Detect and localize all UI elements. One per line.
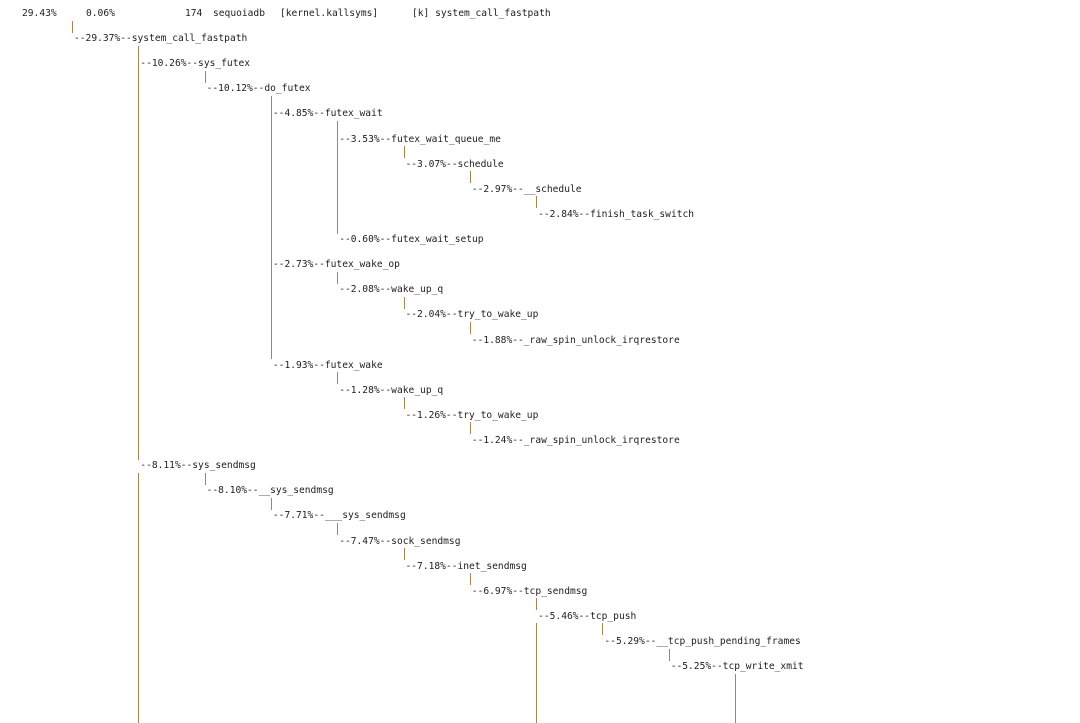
tree-connector-line: [403, 397, 405, 410]
tree-connector-line: [536, 598, 538, 611]
tree-connector-line: [138, 472, 140, 723]
tree-connector-line: [337, 121, 339, 234]
call-graph-node[interactable]: --10.26%--sys_futex: [140, 58, 251, 70]
call-graph-node[interactable]: --10.12%--do_futex: [206, 83, 311, 95]
tree-connector-line: [469, 573, 471, 586]
tree-connector-line: [668, 648, 670, 661]
tree-connector-line: [403, 548, 405, 561]
tree-connector-line: [469, 422, 471, 435]
call-graph-node[interactable]: --3.53%--futex_wait_queue_me: [339, 133, 501, 145]
call-graph-node[interactable]: --1.93%--futex_wake: [272, 359, 383, 371]
call-graph-node[interactable]: --3.07%--schedule: [405, 158, 504, 170]
self-percent: 0.06%: [86, 8, 115, 19]
call-graph-node[interactable]: --8.10%--__sys_sendmsg: [206, 485, 334, 497]
call-graph-node[interactable]: --2.08%--wake_up_q: [339, 284, 444, 296]
call-graph-node[interactable]: --7.47%--sock_sendmsg: [339, 535, 461, 547]
call-graph-node[interactable]: --0.60%--futex_wait_setup: [339, 234, 484, 246]
call-graph-node[interactable]: --2.97%--__schedule: [471, 183, 582, 195]
call-graph-node[interactable]: --6.97%--tcp_sendmsg: [471, 585, 588, 597]
call-graph-node[interactable]: --2.04%--try_to_wake_up: [405, 309, 539, 321]
tree-connector-line: [337, 372, 339, 385]
tree-connector-line: [735, 673, 736, 723]
call-graph-node[interactable]: --1.88%--_raw_spin_unlock_irqrestore: [471, 334, 680, 346]
call-graph-node[interactable]: --29.37%--system_call_fastpath: [74, 33, 248, 45]
command-name: sequoiadb: [213, 8, 265, 19]
tree-connector-line: [270, 95, 272, 360]
tree-connector-line: [337, 522, 339, 535]
symbol-name: [k] system_call_fastpath: [412, 8, 551, 19]
call-graph-node[interactable]: --7.71%--___sys_sendmsg: [272, 510, 406, 522]
call-graph-node[interactable]: --1.26%--try_to_wake_up: [405, 409, 539, 421]
tree-connector-line: [204, 472, 206, 485]
tree-connector-line: [403, 296, 405, 309]
call-graph-node[interactable]: --1.24%--_raw_spin_unlock_irqrestore: [471, 435, 680, 447]
shared-object: [kernel.kallsyms]: [280, 8, 379, 19]
tree-connector-line: [270, 497, 272, 510]
call-graph-node[interactable]: --4.85%--futex_wait: [272, 108, 383, 120]
tree-connector-line: [469, 171, 471, 184]
call-graph-node[interactable]: --5.25%--tcp_write_xmit: [670, 661, 804, 673]
tree-connector-line: [536, 196, 538, 209]
tree-connector-line: [469, 322, 471, 334]
call-graph-node[interactable]: --5.29%--__tcp_push_pending_frames: [604, 636, 801, 647]
tree-connector-line: [204, 70, 206, 83]
call-graph-node[interactable]: --8.11%--sys_sendmsg: [140, 460, 256, 472]
tree-connector-line: [403, 146, 405, 159]
call-graph-node[interactable]: --2.84%--finish_task_switch: [538, 208, 695, 220]
sample-count: 174: [185, 8, 203, 19]
children-percent: 29.43%: [22, 8, 57, 19]
tree-connector-line: [72, 20, 73, 33]
tree-connector-line: [138, 45, 140, 460]
tree-connector-line: [536, 623, 538, 723]
call-graph-node[interactable]: --5.46%--tcp_push: [538, 610, 637, 622]
call-graph-node[interactable]: --7.18%--inet_sendmsg: [405, 560, 527, 572]
tree-connector-line: [602, 623, 604, 636]
call-graph-node[interactable]: --1.28%--wake_up_q: [339, 384, 444, 396]
call-graph-node[interactable]: --2.73%--futex_wake_op: [272, 259, 400, 271]
tree-connector-line: [337, 271, 339, 284]
